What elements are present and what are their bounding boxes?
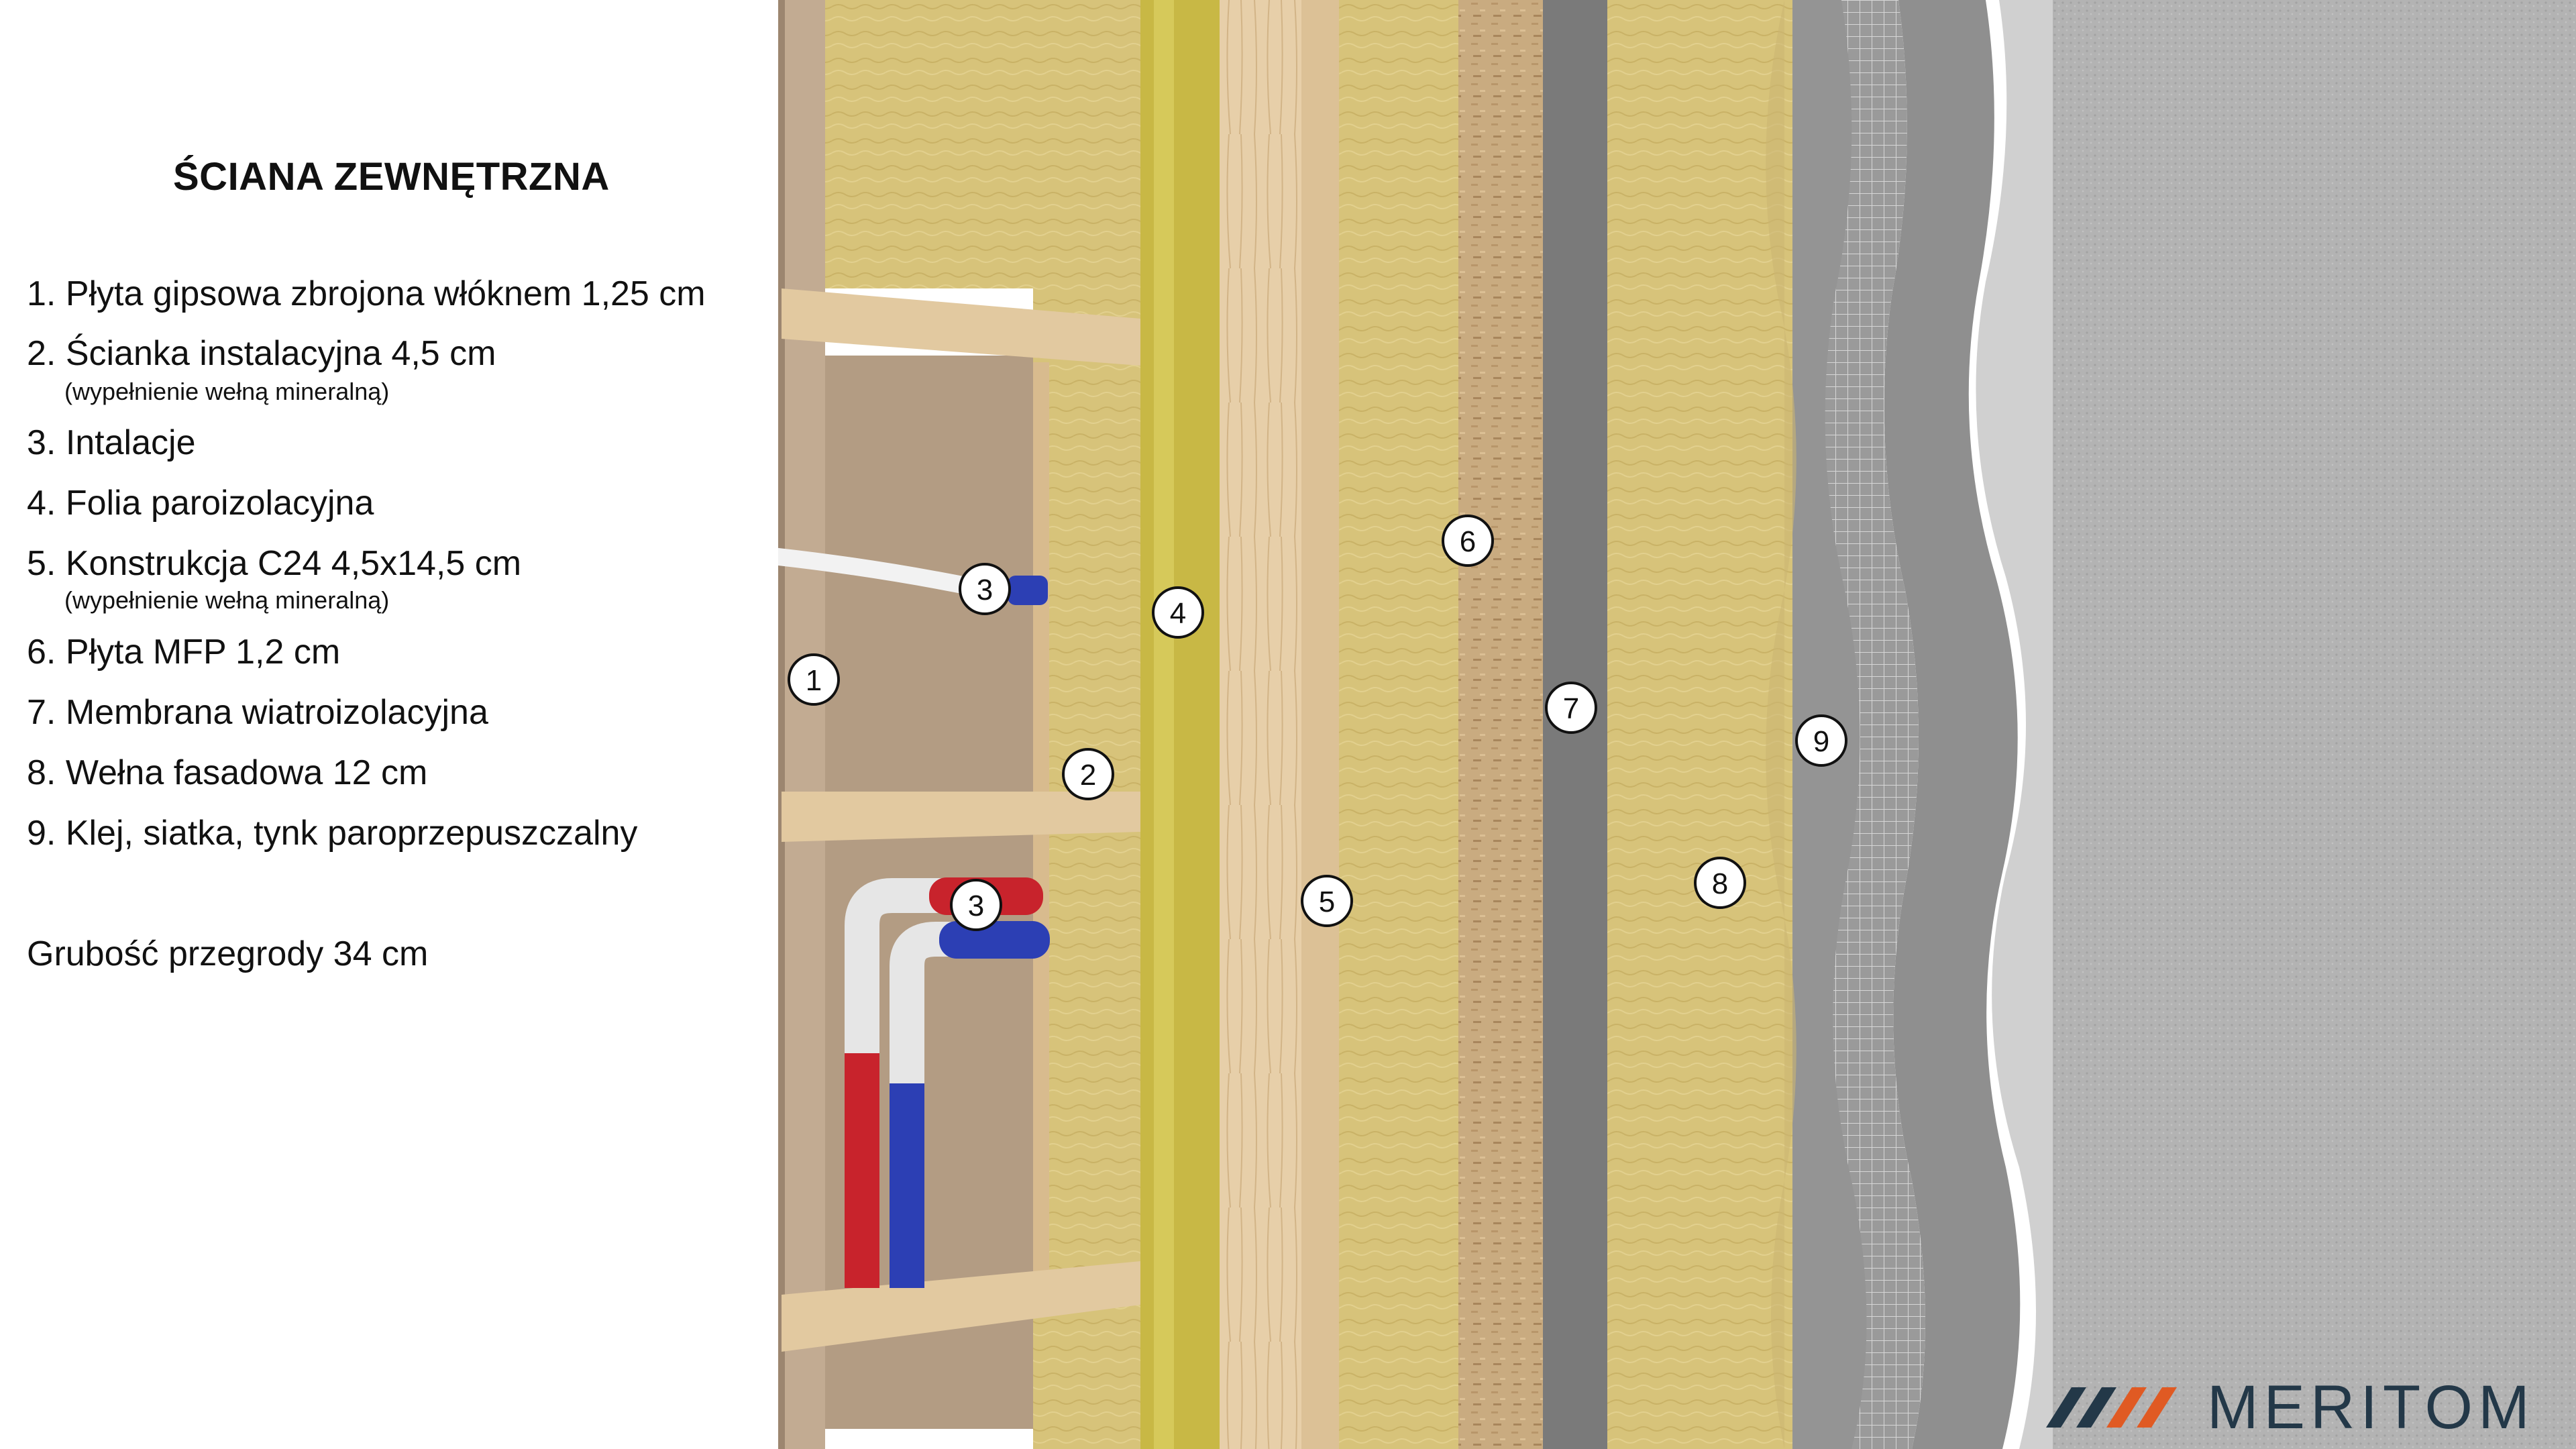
legend-item-8: 8. Wełna fasadowa 12 cm xyxy=(27,753,428,792)
vapor-foil-layer xyxy=(1140,0,1220,1449)
legend-item-2: 2. Ścianka instalacyjna 4,5 cm xyxy=(27,334,496,373)
pipe-red-insulation xyxy=(845,1053,879,1288)
facade-wool-edge xyxy=(1766,0,1796,1449)
svg-text:1: 1 xyxy=(806,664,822,697)
svg-text:3: 3 xyxy=(968,890,984,922)
pipe-blue-horizontal xyxy=(939,921,1050,959)
marker-1: 1 xyxy=(788,653,840,706)
marker-7: 7 xyxy=(1545,682,1597,734)
pipe-blue-insulation xyxy=(890,1083,924,1288)
legend-item-3: 3. Intalacje xyxy=(27,423,196,462)
pipe-white-1 xyxy=(845,878,966,1275)
horizontal-batten-middle xyxy=(782,792,1140,842)
marker-3-cable: 3 xyxy=(959,563,1011,615)
cable-conduit-blue xyxy=(1008,576,1048,605)
reinforcing-mesh-layer xyxy=(1819,0,1925,1449)
marker-3-pipes: 3 xyxy=(950,879,1002,931)
svg-text:8: 8 xyxy=(1712,867,1728,900)
legend-item-2-note: (wypełnienie wełną mineralną) xyxy=(64,378,390,405)
legend-item-7: 7. Membrana wiatroizolacyjna xyxy=(27,693,488,732)
marker-8: 8 xyxy=(1694,857,1746,909)
gypsum-board-edge xyxy=(778,0,825,1449)
finish-plaster-layer xyxy=(2039,0,2576,1449)
svg-text:5: 5 xyxy=(1319,885,1335,918)
svg-text:4: 4 xyxy=(1170,597,1186,630)
legend-panel: ŚCIANA ZEWNĘTRZNA 1. Płyta gipsowa zbroj… xyxy=(0,0,778,1449)
svg-text:7: 7 xyxy=(1563,692,1579,725)
legend-item-9: 9. Klej, siatka, tynk paroprzepuszczalny xyxy=(27,814,638,853)
gypsum-board-shadow xyxy=(778,0,785,1449)
construction-wool-layer xyxy=(1339,0,1458,1449)
mfp-board-layer xyxy=(1456,0,1543,1449)
timber-stud-side xyxy=(1301,0,1339,1449)
legend-item-6: 6. Płyta MFP 1,2 cm xyxy=(27,633,341,672)
svg-text:6: 6 xyxy=(1460,525,1476,558)
vapor-foil-highlight xyxy=(1154,0,1174,1449)
marker-9: 9 xyxy=(1795,714,1847,767)
meritom-slashes-logo-icon xyxy=(2046,1387,2177,1428)
installation-wool-layer xyxy=(1033,0,1140,1449)
horizontal-batten-bottom xyxy=(782,1261,1140,1352)
facade-wool-layer xyxy=(1605,0,1792,1449)
page-title: ŚCIANA ZEWNĘTRZNA xyxy=(173,155,610,199)
electric-cable xyxy=(778,547,981,596)
marker-5: 5 xyxy=(1301,875,1353,927)
svg-text:2: 2 xyxy=(1080,759,1096,792)
meritom-logo-text: MERITOM xyxy=(2207,1373,2535,1442)
adhesive-layer xyxy=(1884,0,2021,1449)
legend-item-4: 4. Folia paroizolacyjna xyxy=(27,484,374,523)
wall-layers-illustration: 1 2 3 3 4 5 6 7 xyxy=(778,0,2576,1449)
marker-6: 6 xyxy=(1442,515,1494,567)
horizontal-batten-top xyxy=(782,288,1140,366)
installation-wool-top xyxy=(825,0,1033,288)
pipe-white-2 xyxy=(890,922,966,1275)
legend-item-5-note: (wypełnienie wełną mineralną) xyxy=(64,586,390,614)
legend-item-5: 5. Konstrukcja C24 4,5x14,5 cm xyxy=(27,544,522,583)
base-coat-layer xyxy=(1976,0,2053,1449)
marker-2: 2 xyxy=(1062,748,1114,800)
marker-4: 4 xyxy=(1152,586,1204,639)
svg-text:3: 3 xyxy=(977,574,993,606)
legend-item-1: 1. Płyta gipsowa zbrojona włóknem 1,25 c… xyxy=(27,274,706,313)
total-thickness: Grubość przegrody 34 cm xyxy=(27,934,429,973)
svg-text:9: 9 xyxy=(1813,725,1829,758)
